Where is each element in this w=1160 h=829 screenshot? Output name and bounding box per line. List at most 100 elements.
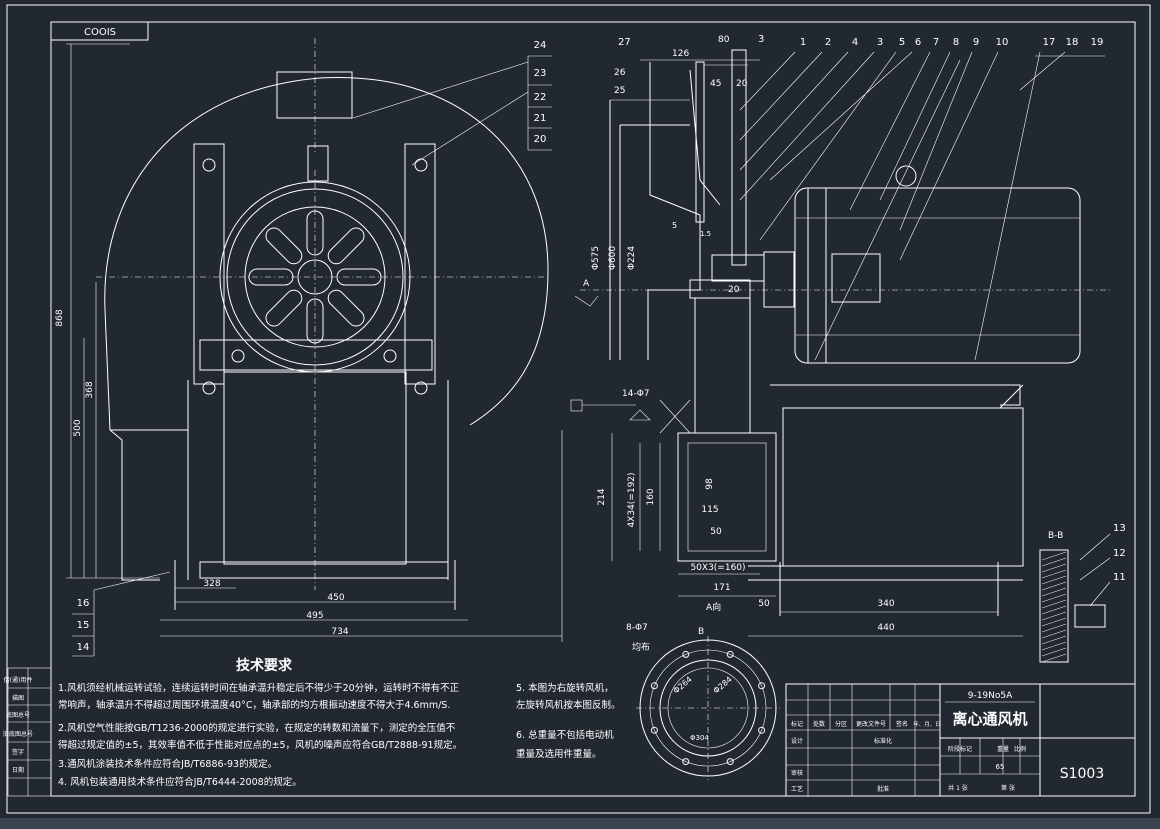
flange-d264: Φ264 (672, 675, 694, 696)
hole-note: 14-Φ7 (622, 389, 650, 399)
tech-title: 技术要求 (236, 657, 293, 674)
svg-text:重量: 重量 (997, 745, 1009, 753)
outer-border (6, 4, 1151, 814)
shaft-head (307, 145, 329, 182)
flange-hole (726, 650, 734, 658)
svg-text:标记: 标记 (791, 720, 803, 728)
part-24: 24 (534, 40, 547, 51)
drawing-name: 离心通风机 (952, 710, 1027, 728)
outlet-flange (677, 432, 777, 562)
front-dimensions: 868 368 500 328 450 495 734 (55, 43, 563, 642)
dim-d600: Φ600 (608, 246, 618, 271)
part-19: 19 (1091, 37, 1104, 48)
code-box (50, 21, 149, 41)
part-1: 1 (800, 37, 806, 48)
dim-368: 368 (85, 381, 95, 398)
label-27: 27 (618, 37, 631, 48)
flange-hole (650, 726, 658, 734)
drawing-number: S1003 (1060, 766, 1105, 782)
svg-text:借(通)用件: 借(通)用件 (4, 676, 33, 684)
flange-d284: Φ284 (712, 675, 734, 696)
svg-text:底图总号: 底图总号 (6, 711, 30, 719)
bolt-head (202, 381, 216, 395)
dim-height: 868 (55, 309, 65, 326)
dim-98: 98 (705, 478, 715, 490)
dim-160: 160 (646, 488, 656, 505)
dim-440: 440 (877, 623, 894, 633)
note-5: 5. 本图为右旋转风机， (516, 682, 614, 694)
side-labels: 27 126 80 3 26 25 45 20 Φ575 Φ600 Φ224 2… (570, 34, 1023, 637)
nameplate (276, 71, 353, 119)
spoke-slot (327, 289, 365, 327)
tech-note-1: 1.风机须经机械运转试验，连续运转时间在轴承温升稳定后不得少于20分钟，运转时不… (58, 682, 460, 694)
flange-note: 8-Φ7 (626, 623, 648, 633)
outlet-duct (104, 309, 160, 581)
left-side-table: 借(通)用件 描图 底图总号 旧底图总号 签字 日期 (3, 667, 52, 797)
dim-340: 340 (877, 599, 894, 609)
part-8: 8 (953, 37, 959, 48)
terminal-box (831, 253, 881, 303)
part-18: 18 (1066, 37, 1079, 48)
tech-note-2b: 得超过规定值的±5，其效率值不低于性能对应点的±5，风机的噪声应符合GB/T28… (58, 739, 462, 751)
flange-hole (650, 682, 658, 690)
label-45: 45 (710, 79, 721, 89)
dim-171: 171 (713, 583, 730, 593)
casing-section (647, 62, 701, 360)
flange-view-a: A向 B 8-Φ7 均布 Φ264 Φ284 Φ304 (626, 601, 780, 780)
svg-text:日期: 日期 (12, 766, 24, 774)
svg-text:标准化: 标准化 (874, 737, 892, 745)
top-part-labels: 1 2 4 3 5 6 7 8 9 10 17 18 19 (739, 37, 1105, 361)
note-5b: 左旋转风机按本图反制。 (516, 699, 621, 711)
status-bar (0, 818, 1160, 829)
mounting-bolts (202, 158, 428, 395)
dim-d575: Φ575 (591, 246, 601, 270)
tech-note-4: 4. 风机包装通用技术条件应符合JB/T6444-2008的规定。 (58, 776, 302, 788)
dim-1-5: 1.5 (700, 230, 711, 238)
impeller-plate (731, 49, 747, 266)
dim-side-50: 50 (758, 599, 770, 609)
front-part-labels: 24 23 22 21 20 16 15 14 (72, 40, 552, 657)
side-view (580, 49, 1110, 616)
part-5: 5 (899, 37, 905, 48)
part-15: 15 (77, 620, 90, 631)
part-2: 2 (825, 37, 831, 48)
dim-50x3: 50X3(=160) (690, 563, 745, 573)
model-number: 9-19No5A (968, 691, 1013, 701)
part-16: 16 (77, 598, 90, 609)
flange-d304: Φ304 (690, 734, 709, 742)
part-22: 22 (534, 92, 547, 103)
weight-value: 65 (996, 763, 1005, 771)
part-21: 21 (534, 113, 547, 124)
bolt-head (231, 349, 245, 363)
dim-500: 500 (73, 419, 83, 436)
svg-text:签名: 签名 (896, 720, 908, 728)
tech-note-2: 2.风机空气性能按GB/T1236-2000的规定进行实验，在规定的转数和流量下… (58, 722, 456, 734)
dim-5: 5 (672, 221, 677, 230)
dim-450: 450 (327, 593, 344, 603)
svg-text:签字: 签字 (12, 748, 24, 756)
view-letter: B (698, 627, 704, 637)
bolt-head (202, 158, 216, 172)
label-126: 126 (672, 49, 689, 59)
svg-text:分区: 分区 (835, 720, 847, 728)
svg-text:第 张: 第 张 (1001, 784, 1015, 792)
label-26: 26 (614, 68, 626, 78)
svg-text:处数: 处数 (813, 720, 825, 728)
part-20: 20 (534, 134, 547, 145)
flange-hole (758, 682, 766, 690)
shaft-support (694, 297, 751, 434)
svg-text:更改文件号: 更改文件号 (856, 720, 886, 728)
spoke-slot (265, 289, 303, 327)
part-12: 12 (1113, 548, 1126, 559)
coupling (763, 251, 795, 308)
title-block: 标记 处数 分区 更改文件号 签名 年、月、日 设计 标准化 审核 工艺 批准 … (785, 683, 1136, 797)
part-3b: 3 (877, 37, 883, 48)
svg-text:旧底图总号: 旧底图总号 (3, 730, 33, 738)
view-label: A向 (706, 601, 721, 613)
left-bracket (193, 143, 225, 385)
spoke-slot (265, 227, 303, 265)
part-11: 11 (1113, 572, 1126, 583)
lifting-eye (895, 165, 917, 187)
spoke-slot (336, 268, 382, 286)
